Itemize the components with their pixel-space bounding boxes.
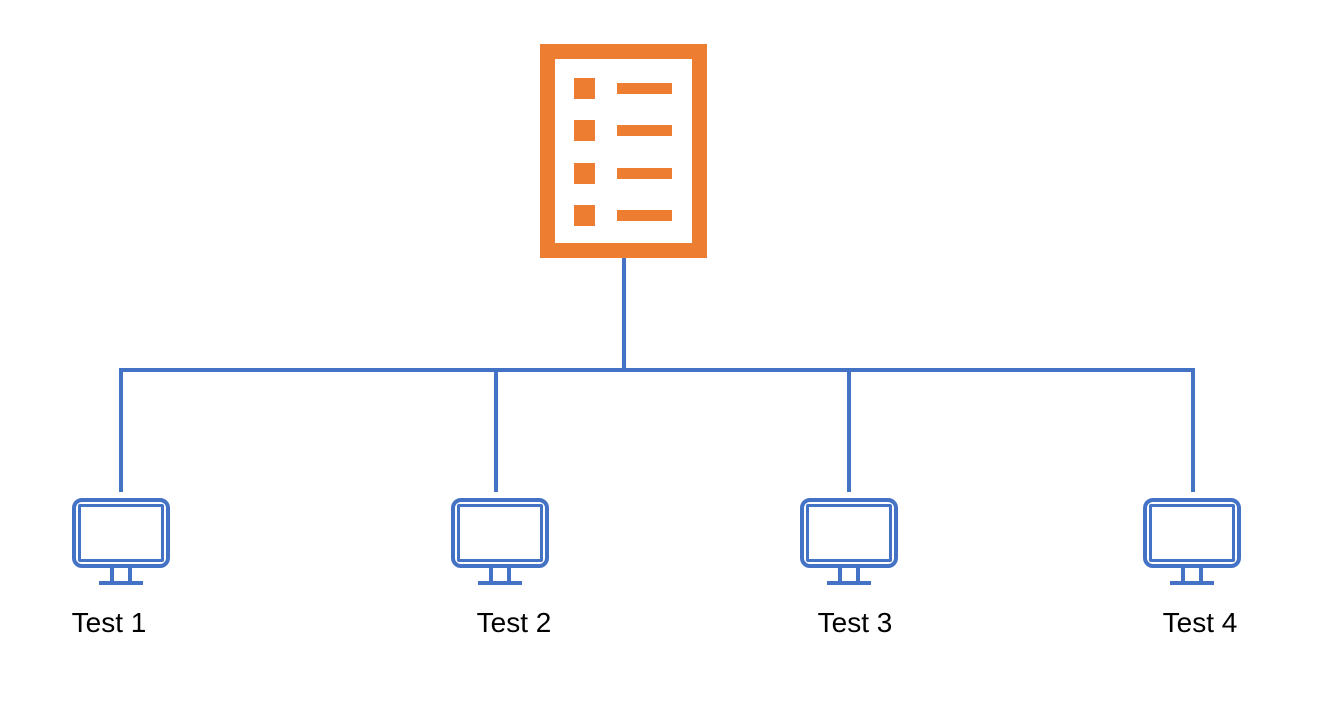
list-bullet-square <box>574 78 595 99</box>
monitor-screen <box>457 504 543 562</box>
monitor-frame <box>72 498 170 568</box>
connector-drop-line-2 <box>494 368 498 492</box>
monitor-stand-leg <box>110 568 114 581</box>
monitor-frame <box>800 498 898 568</box>
monitor-screen <box>78 504 164 562</box>
monitor-stand-leg <box>1199 568 1203 581</box>
list-row <box>574 120 672 141</box>
list-row <box>574 78 672 99</box>
bulleted-list-icon <box>540 44 707 258</box>
monitor-stand-base <box>1170 581 1214 585</box>
list-line-bar <box>617 168 672 179</box>
monitor-stand-base <box>827 581 871 585</box>
monitor-icon <box>451 498 549 588</box>
connector-trunk-line <box>622 258 626 372</box>
node-label-test-2: Test 2 <box>476 607 552 638</box>
monitor-stand-base <box>99 581 143 585</box>
monitor-frame <box>1143 498 1241 568</box>
monitor-icon <box>1143 498 1241 588</box>
list-line-bar <box>617 83 672 94</box>
monitor-screen <box>806 504 892 562</box>
list-row <box>574 205 672 226</box>
node-label-test-1: Test 1 <box>71 607 147 638</box>
monitor-icon <box>72 498 170 588</box>
list-bullet-square <box>574 120 595 141</box>
monitor-frame <box>451 498 549 568</box>
connector-bus-line <box>120 368 1195 372</box>
monitor-icon <box>800 498 898 588</box>
list-bullet-square <box>574 163 595 184</box>
node-label-test-4: Test 4 <box>1162 607 1238 638</box>
monitor-stand-leg <box>507 568 511 581</box>
monitor-stand-leg <box>838 568 842 581</box>
connector-drop-line-4 <box>1191 368 1195 492</box>
connector-drop-line-1 <box>119 368 123 492</box>
monitor-stand-leg <box>489 568 493 581</box>
monitor-stand-leg <box>856 568 860 581</box>
monitor-stand-leg <box>1181 568 1185 581</box>
list-line-bar <box>617 125 672 136</box>
list-line-bar <box>617 210 672 221</box>
list-row <box>574 163 672 184</box>
monitor-stand-leg <box>128 568 132 581</box>
list-bullet-square <box>574 205 595 226</box>
connector-drop-line-3 <box>847 368 851 492</box>
monitor-stand-base <box>478 581 522 585</box>
monitor-screen <box>1149 504 1235 562</box>
node-label-test-3: Test 3 <box>817 607 893 638</box>
